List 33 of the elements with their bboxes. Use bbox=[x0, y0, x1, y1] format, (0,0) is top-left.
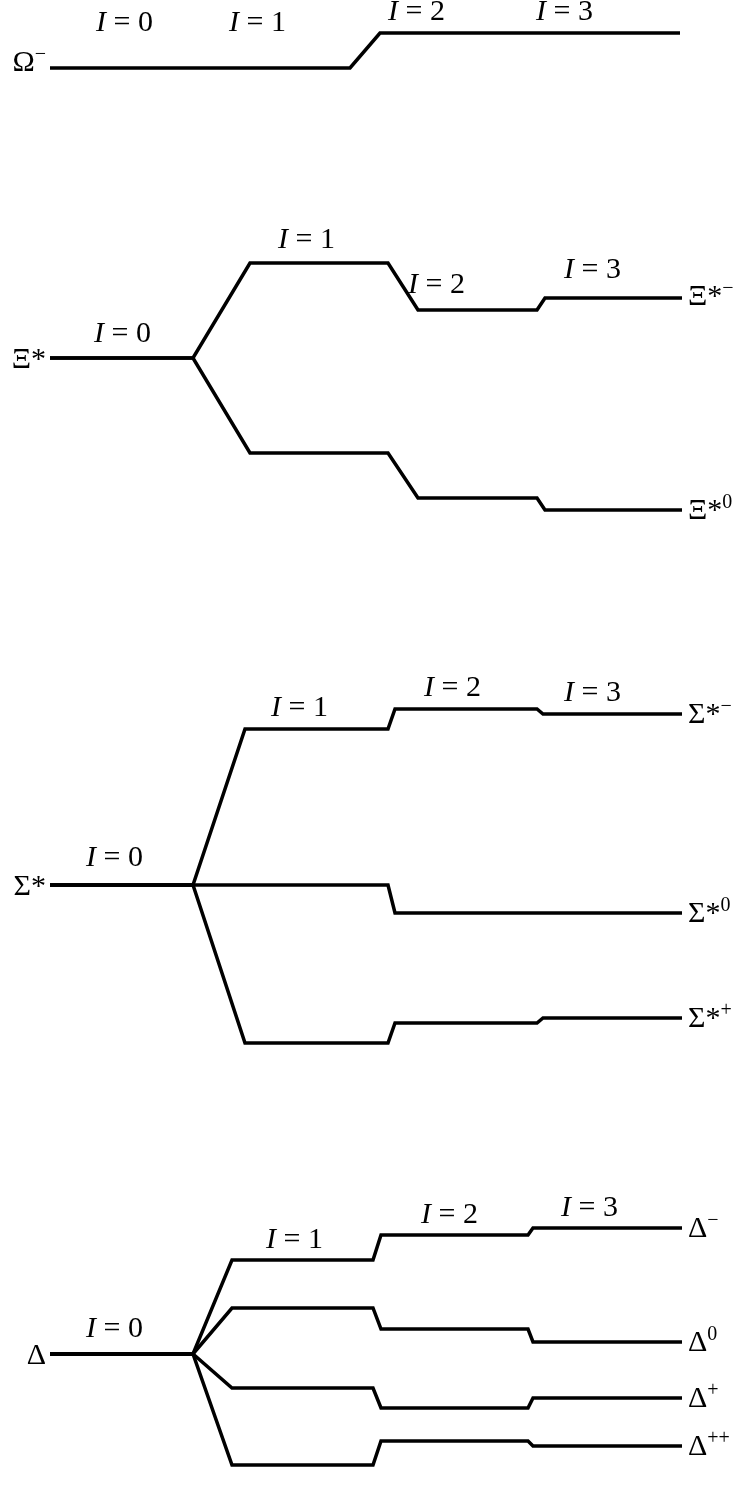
isospin-label: I = 3 bbox=[561, 1189, 618, 1223]
isospin-label: I = 1 bbox=[278, 221, 335, 255]
particle-label: Δ$^{−}$ bbox=[688, 1209, 719, 1247]
particle-label: Δ$^{0}$ bbox=[688, 1323, 718, 1361]
energy-level-line bbox=[50, 1352, 682, 1467]
energy-level-line bbox=[50, 883, 682, 1045]
isospin-label: I = 0 bbox=[86, 1310, 143, 1344]
particle-label: Δ bbox=[26, 1337, 46, 1371]
isospin-label: I = 0 bbox=[86, 839, 143, 873]
isospin-label: I = 1 bbox=[229, 4, 286, 38]
isospin-label: I = 3 bbox=[536, 0, 593, 27]
particle-label: Ξ*$^{0}$ bbox=[688, 491, 733, 529]
energy-level-line bbox=[50, 31, 680, 70]
particle-label: Σ*$^{0}$ bbox=[688, 894, 731, 932]
particle-label: Σ* bbox=[13, 868, 46, 902]
isospin-label: I = 3 bbox=[564, 674, 621, 708]
isospin-label: I = 1 bbox=[271, 689, 328, 723]
isospin-label: I = 0 bbox=[94, 315, 151, 349]
particle-label: Δ$^{++}$ bbox=[688, 1427, 730, 1465]
particle-label: Σ*$^{+}$ bbox=[688, 999, 732, 1037]
isospin-label: I = 1 bbox=[266, 1221, 323, 1255]
isospin-label: I = 3 bbox=[564, 251, 621, 285]
particle-label: Ξ* bbox=[11, 341, 46, 375]
isospin-label: I = 2 bbox=[388, 0, 445, 27]
isospin-label: I = 2 bbox=[421, 1196, 478, 1230]
energy-level-line bbox=[50, 356, 682, 512]
particle-label: Σ*$^{−}$ bbox=[688, 695, 732, 733]
isospin-label: I = 0 bbox=[96, 4, 153, 38]
particle-label: Ω$^{−}$ bbox=[12, 43, 46, 81]
particle-label: Δ$^{+}$ bbox=[688, 1379, 719, 1417]
particle-label: Ξ*$^{−}$ bbox=[688, 277, 734, 315]
isospin-label: I = 2 bbox=[408, 266, 465, 300]
isospin-label: I = 2 bbox=[424, 669, 481, 703]
